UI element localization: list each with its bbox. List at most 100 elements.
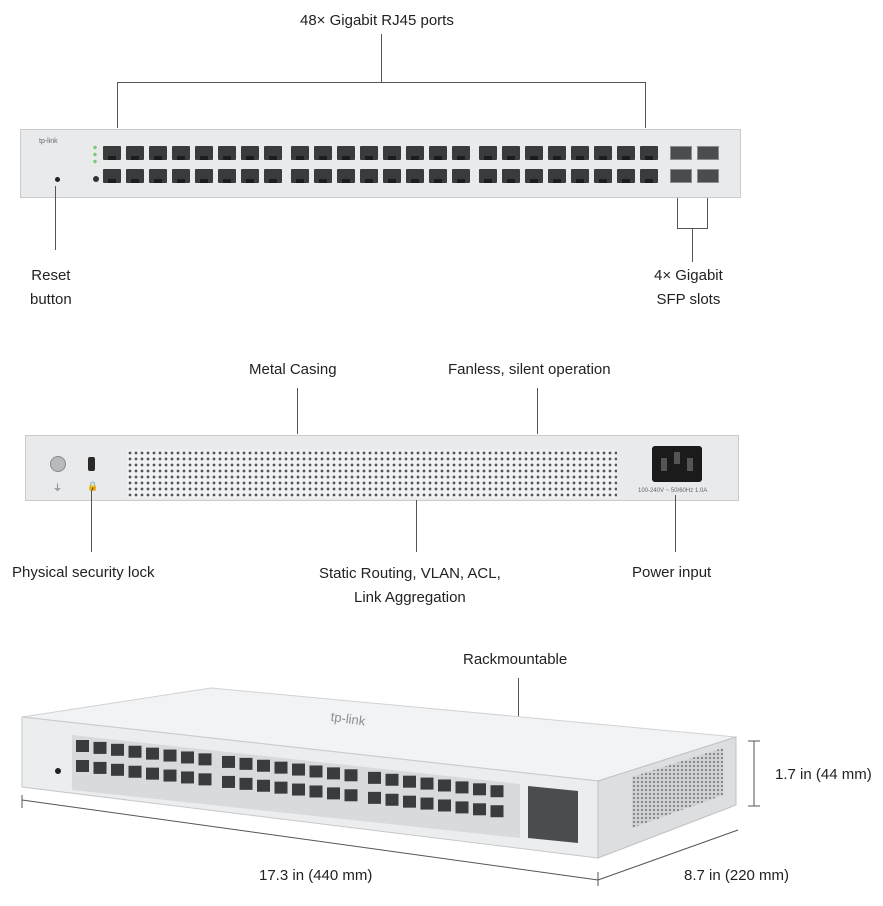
- rj45-port: [218, 146, 236, 160]
- perspective-rj45-port: [198, 773, 212, 786]
- rj45-port: [291, 169, 309, 183]
- ports-callout-bracket: [117, 82, 646, 83]
- perspective-rj45-port: [344, 789, 358, 802]
- perspective-rj45-port: [309, 785, 323, 798]
- perspective-rj45-port: [438, 779, 451, 792]
- height-dimension-label: 1.7 in (44 mm): [775, 766, 872, 783]
- security-lock-label: Physical security lock: [12, 564, 155, 581]
- rj45-port: [291, 146, 309, 160]
- rj45-port: [383, 169, 401, 183]
- rj45-port: [479, 169, 497, 183]
- perspective-rj45-port: [309, 765, 323, 778]
- switch-front-panel: tp-link: [20, 129, 741, 198]
- ports-callout-stem: [381, 34, 382, 82]
- sfp-callout-left: [677, 198, 678, 228]
- rj45-port: [548, 169, 566, 183]
- rj45-port: [429, 146, 447, 160]
- rj45-port: [571, 146, 589, 160]
- perspective-rj45-port: [292, 763, 305, 776]
- rj45-port: [149, 146, 167, 160]
- perspective-rj45-port: [146, 767, 159, 780]
- features-label: Static Routing, VLAN, ACL, Link Aggregat…: [319, 565, 501, 606]
- perspective-rj45-port: [274, 761, 288, 774]
- sfp-slot-group: [666, 144, 726, 188]
- sfp-callout-stem: [692, 228, 693, 262]
- rj45-port: [126, 169, 144, 183]
- ports-callout-right: [645, 82, 646, 128]
- lid-brand-logo: tp-link: [330, 709, 367, 729]
- perspective-rj45-port: [455, 781, 469, 794]
- rj45-port: [452, 169, 470, 183]
- rj45-port: [195, 146, 213, 160]
- perspective-rj45-port: [368, 771, 381, 784]
- rj45-port: [218, 169, 236, 183]
- perspective-rj45-port: [181, 751, 194, 764]
- sfp-slot: [670, 146, 692, 160]
- mode-button[interactable]: [93, 176, 99, 182]
- perspective-rj45-port: [327, 767, 340, 780]
- rj45-port: [406, 146, 424, 160]
- rj45-port: [525, 169, 543, 183]
- perspective-rj45-port: [274, 781, 288, 794]
- perspective-rj45-port: [93, 741, 107, 754]
- width-dimension-line: [21, 799, 599, 881]
- rj45-port: [452, 146, 470, 160]
- rj45-port: [548, 146, 566, 160]
- security-lock-slot: [88, 457, 95, 471]
- perspective-rj45-port: [438, 799, 451, 812]
- perspective-rj45-port: [327, 787, 340, 800]
- perspective-rj45-port: [111, 763, 124, 776]
- rj45-port: [264, 146, 282, 160]
- rackmountable-label: Rackmountable: [463, 651, 568, 668]
- rj45-port: [337, 146, 355, 160]
- perspective-rj45-port: [181, 771, 194, 784]
- rj45-port: [617, 169, 635, 183]
- perspective-rj45-port: [473, 783, 486, 796]
- ground-symbol-icon: ⏚: [53, 483, 63, 493]
- rj45-port: [594, 146, 612, 160]
- rj45-port: [640, 146, 658, 160]
- rj45-port: [360, 146, 378, 160]
- reset-button[interactable]: [55, 177, 60, 182]
- perspective-rj45-port: [403, 795, 416, 808]
- power-input-label: Power input: [632, 564, 712, 581]
- perspective-rj45-port: [257, 759, 270, 772]
- perspective-port-grid: [76, 740, 504, 818]
- perspective-rj45-port: [403, 775, 416, 788]
- casing-callout: [297, 388, 298, 434]
- fanless-label: Fanless, silent operation: [448, 361, 611, 378]
- rj45-port: [429, 169, 447, 183]
- perspective-rj45-port: [239, 777, 253, 790]
- rj45-port: [172, 169, 190, 183]
- rj45-port: [502, 169, 520, 183]
- perspective-rj45-port: [420, 797, 434, 810]
- rj45-port: [103, 146, 121, 160]
- perspective-rj45-port: [222, 775, 235, 788]
- perspective-rj45-port: [239, 757, 253, 770]
- perspective-rj45-port: [257, 779, 270, 792]
- perspective-rj45-port: [420, 777, 434, 790]
- perspective-rj45-port: [490, 805, 504, 818]
- perspective-rj45-port: [222, 755, 235, 768]
- side-vent: [632, 748, 723, 828]
- rj45-port: [594, 169, 612, 183]
- perspective-rj45-port: [490, 785, 504, 798]
- perspective-sfp-cluster: [528, 786, 578, 843]
- width-dimension-label: 17.3 in (440 mm): [259, 867, 373, 884]
- lock-symbol-icon: 🔒: [87, 481, 99, 491]
- rj45-port: [406, 169, 424, 183]
- ports-callout-left: [117, 82, 118, 128]
- power-rating-text: 100-240V ~ 50/60Hz 1.0A: [638, 488, 708, 494]
- sfp-callout-right: [707, 198, 708, 228]
- switch-rear-panel: ⏚ 🔒 100-240V ~ 50/60Hz 1.0A: [25, 435, 739, 501]
- ground-screw-icon: [50, 456, 66, 472]
- rj45-port: [241, 169, 259, 183]
- rj45-port: [126, 146, 144, 160]
- rj45-port: [103, 169, 121, 183]
- perspective-rj45-port: [163, 769, 177, 782]
- reset-button-label: Reset button: [30, 267, 72, 308]
- rj45-port: [172, 146, 190, 160]
- perspective-rj45-port: [385, 773, 399, 786]
- perspective-rj45-port: [163, 749, 177, 762]
